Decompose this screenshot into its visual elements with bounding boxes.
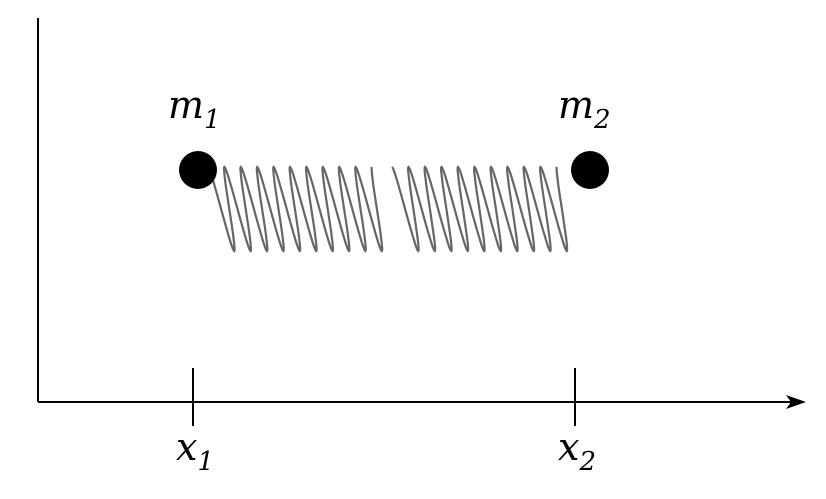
mass-2-label: m2 [558,83,611,135]
mass-1-label: m1 [168,83,221,135]
mass-1 [179,151,217,189]
axis-arrowhead [786,395,806,409]
spring-segment-2 [391,165,569,253]
position-1-label: x1 [176,425,214,477]
spring [207,165,569,253]
spring-segment-1 [207,165,384,253]
position-2-label: x2 [558,425,596,477]
mass-2 [571,151,609,189]
